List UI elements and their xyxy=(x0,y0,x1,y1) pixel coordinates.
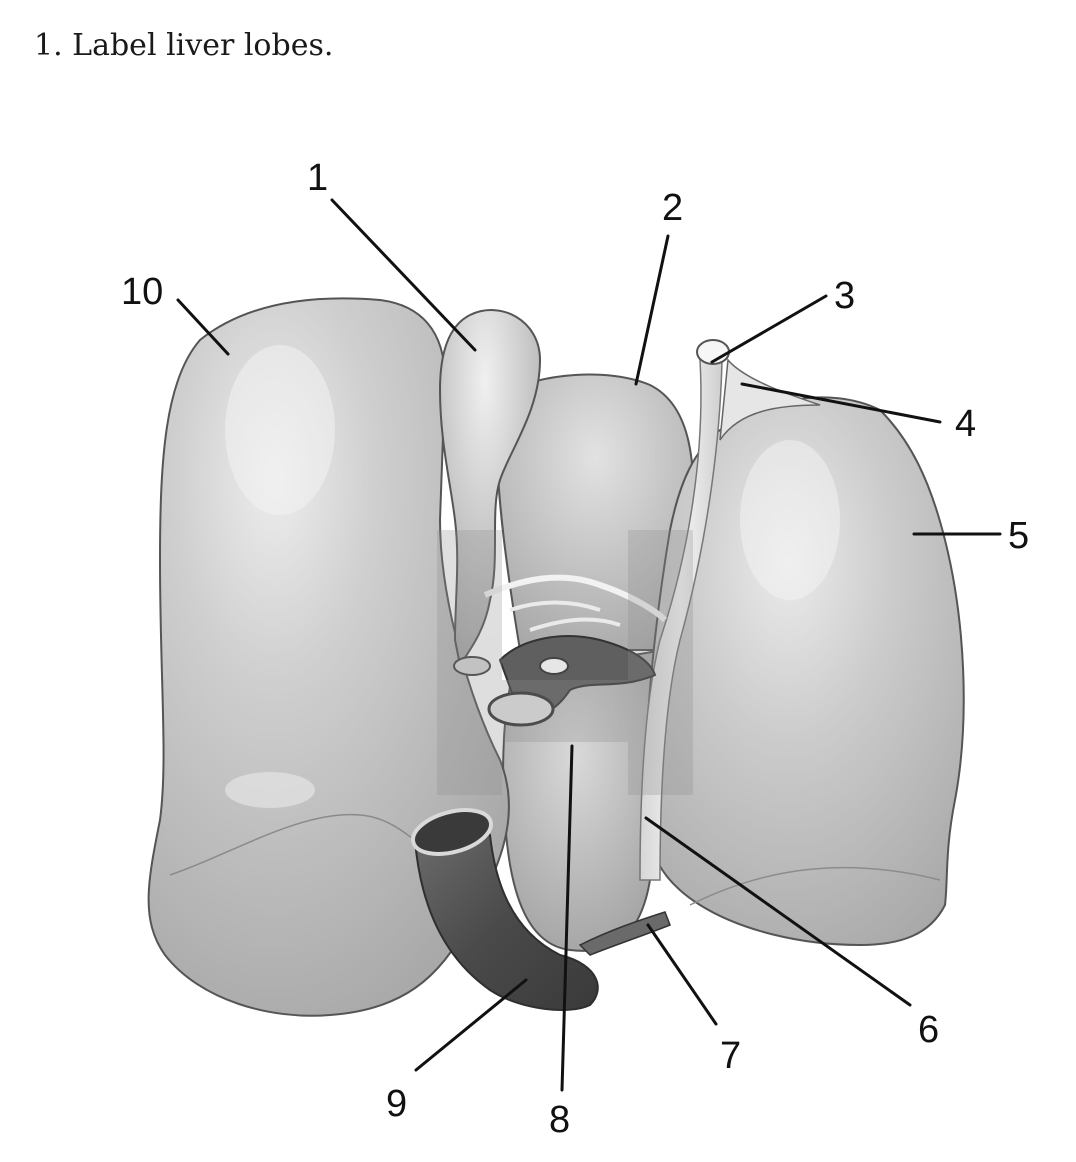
leader-line-2 xyxy=(634,234,670,386)
callout-10: 10 xyxy=(121,271,163,313)
left-lobe-ridge xyxy=(689,866,941,906)
leader-line-3 xyxy=(710,294,828,364)
inferior-vena-cava xyxy=(413,823,599,1011)
question-number: 1. xyxy=(34,28,63,63)
callout-1: 1 xyxy=(307,157,328,199)
leader-line-9 xyxy=(414,978,528,1072)
right-lobe-highlight xyxy=(225,345,335,515)
leader-line-6 xyxy=(644,816,912,1007)
leader-line-1 xyxy=(330,198,477,352)
leader-line-7 xyxy=(646,923,718,1026)
leader-line-4 xyxy=(740,382,942,424)
falciform-ligament xyxy=(639,359,723,881)
question-text: 1. Label liver lobes. xyxy=(34,28,333,63)
ligamentum-fold xyxy=(719,358,821,441)
hepatic-artery-branches xyxy=(509,600,621,632)
callout-4: 4 xyxy=(955,403,976,445)
leader-line-8 xyxy=(560,744,574,1092)
right-lobe-highlight-lower xyxy=(225,772,315,808)
question-prompt: Label liver lobes. xyxy=(72,28,334,63)
callout-6: 6 xyxy=(918,1009,939,1051)
callout-8: 8 xyxy=(549,1099,570,1141)
callout-2: 2 xyxy=(662,187,683,229)
callout-7: 7 xyxy=(720,1035,741,1077)
ligamentum-venosum xyxy=(578,911,671,956)
hepatic-duct-branches xyxy=(483,574,668,623)
callout-9: 9 xyxy=(386,1083,407,1125)
left-lobe-highlight xyxy=(740,440,840,600)
hepatic-artery-opening xyxy=(539,657,569,675)
portal-vein-opening xyxy=(487,691,555,727)
callout-3: 3 xyxy=(834,275,855,317)
ivc-opening xyxy=(411,808,493,856)
leader-line-10 xyxy=(176,298,230,356)
common-bile-duct-opening xyxy=(453,656,491,676)
callout-5: 5 xyxy=(1008,515,1029,557)
watermark xyxy=(437,530,693,795)
gallbladder xyxy=(438,309,542,668)
